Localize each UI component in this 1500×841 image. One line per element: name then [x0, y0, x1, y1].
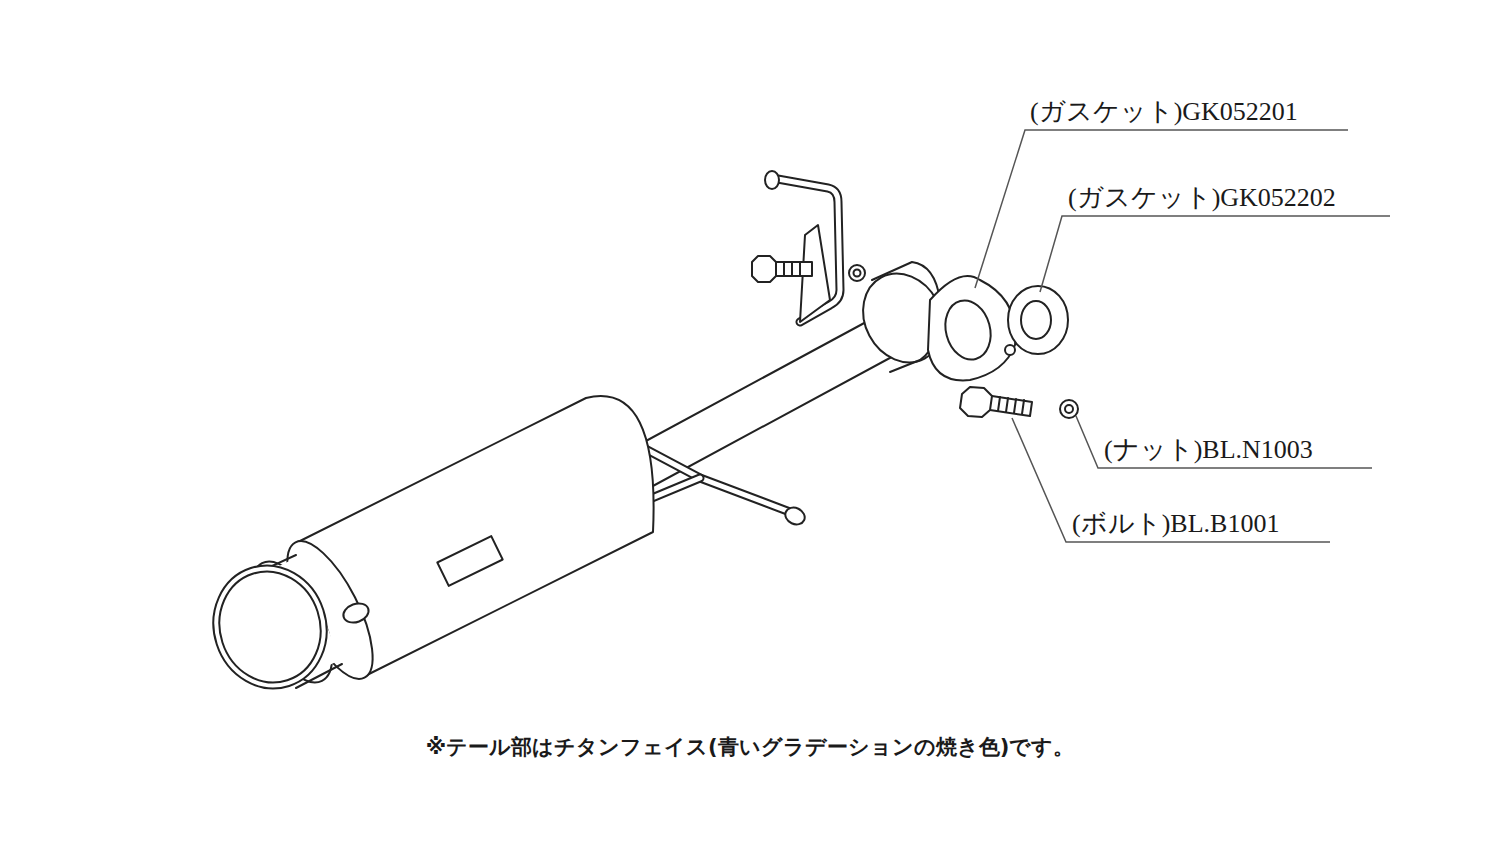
flange-nut [1060, 400, 1078, 418]
leader-lines [975, 130, 1390, 542]
flange-bolt [960, 387, 1032, 417]
hanger-rod [765, 171, 840, 322]
hanger-bolt [752, 256, 812, 282]
part-label: (ガスケット)GK052202 [1068, 183, 1336, 213]
part-label: (ガスケット)GK052201 [1030, 97, 1298, 127]
gasket [1008, 286, 1068, 354]
caption-note: ※テール部はチタンフェイス(青いグラデーションの焼き色)です。 [0, 733, 1500, 761]
gasket [928, 276, 1016, 381]
part-label: (ボルト)BL.B1001 [1072, 509, 1279, 539]
muffler-body [198, 396, 654, 703]
part-label: (ナット)BL.N1003 [1104, 435, 1313, 465]
hanger-nut [849, 265, 865, 281]
